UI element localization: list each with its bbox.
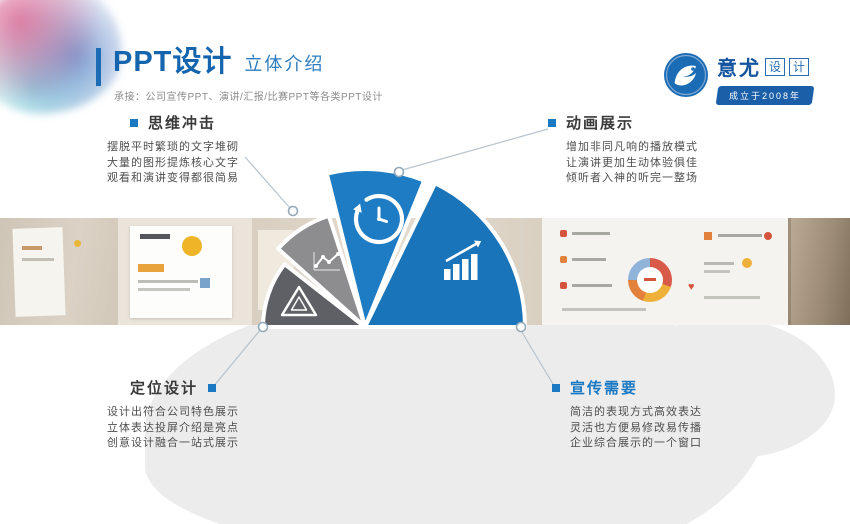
connector-top-right — [401, 128, 549, 171]
page-title: PPT设计 立体介绍 — [113, 44, 324, 80]
feature-line: 简洁的表现方式高效表达 — [570, 406, 702, 418]
photo-decor — [130, 226, 232, 318]
feature-bullet — [129, 118, 138, 127]
logo-icon — [663, 52, 709, 98]
feature-top-left: 思维冲击 摆脱平时繁琐的文字堆砌 大量的图形提炼核心文字 观看和演讲变得都很简易 — [78, 112, 268, 187]
main-title: PPT设计 — [113, 46, 233, 78]
photo-decor — [644, 278, 656, 281]
feature-title: 定位设计 — [129, 380, 198, 397]
sub-title: 立体介绍 — [244, 54, 325, 74]
photo-decor — [560, 282, 567, 289]
logo-name: 意尤 — [717, 58, 761, 80]
photo-decor — [138, 288, 190, 291]
photo-decor — [572, 232, 610, 235]
feature-line: 倾听者入神的听完一整场 — [566, 172, 698, 184]
photo-decor — [138, 264, 164, 272]
feature-line: 让演讲更加生动体验俱佳 — [566, 156, 698, 169]
photo-decor — [788, 218, 791, 325]
photo-decor — [138, 280, 198, 283]
feature-line: 创意设计融合一站式展示 — [107, 437, 239, 449]
photo-decor — [572, 258, 606, 261]
gray-background-blob — [610, 318, 835, 458]
feature-title: 宣传需要 — [570, 380, 639, 397]
feature-line: 增加非同凡响的播放模式 — [566, 141, 698, 153]
photo-decor — [718, 234, 762, 237]
strip-photo-4: ♥ — [542, 218, 788, 325]
photo-decor — [562, 308, 646, 311]
strip-photo-3 — [252, 218, 542, 325]
watercolor-blob — [0, 0, 122, 114]
photo-decor — [560, 256, 567, 263]
photo-decor — [704, 296, 760, 299]
feature-line: 企业综合展示的一个窗口 — [570, 437, 702, 449]
strip-photo-1 — [0, 218, 118, 325]
photo-decor — [742, 258, 752, 268]
photo-decor — [704, 232, 712, 240]
logo-tagline: 成立于2008年 — [729, 91, 802, 101]
photo-decor — [258, 230, 294, 310]
photo-decor — [704, 262, 734, 265]
feature-bullet — [208, 383, 216, 392]
strip-photo-2 — [118, 218, 252, 325]
photo-decor — [764, 232, 772, 240]
photo-decor — [704, 270, 730, 273]
logo-name-boxchar: 计 — [789, 57, 810, 76]
photo-decor — [74, 240, 81, 247]
photo-decor — [22, 246, 42, 250]
feature-line: 设计出符合公司特色展示 — [107, 406, 239, 418]
feature-line: 大量的图形提炼核心文字 — [107, 156, 239, 169]
header-subtitle: 承接：公司宣传PPT、演讲/汇报/比赛PPT等各类PPT设计 — [114, 92, 383, 103]
logo-name-boxchar: 设 — [765, 57, 786, 76]
feature-top-right: 动画展示 增加非同凡响的播放模式 让演讲更加生动体验俱佳 倾听者入神的听完一整场 — [548, 112, 768, 187]
connector-dot — [393, 166, 405, 178]
photo-decor — [572, 284, 612, 287]
photo-decor — [182, 236, 202, 256]
photo-strip: ♥ — [0, 218, 850, 325]
photo-decor: ♥ — [688, 281, 695, 293]
connector-dot — [287, 205, 299, 217]
company-logo: 意尤 设 计 成立于2008年 — [663, 52, 815, 105]
feature-title: 思维冲击 — [147, 115, 216, 132]
strip-photo-5 — [788, 218, 850, 325]
feature-line: 摆脱平时繁琐的文字堆砌 — [107, 141, 239, 153]
feature-line: 观看和演讲变得都很简易 — [107, 172, 239, 184]
feature-line: 立体表达投屏介绍是亮点 — [107, 421, 239, 434]
photo-decor — [12, 227, 66, 317]
feature-bullet — [548, 118, 556, 127]
photo-decor — [560, 230, 567, 237]
feature-bullet — [552, 383, 560, 392]
logo-tagline-ribbon: 成立于2008年 — [715, 86, 815, 105]
feature-bottom-left: 定位设计 设计出符合公司特色展示 立体表达投屏介绍是亮点 创意设计融合一站式展示 — [78, 377, 268, 452]
photo-decor — [22, 258, 54, 261]
title-accent-bar — [96, 48, 101, 86]
feature-title: 动画展示 — [566, 115, 635, 132]
photo-decor — [200, 278, 210, 288]
feature-line: 灵活也方便易修改易传播 — [570, 421, 702, 434]
logo-text-block: 意尤 设 计 成立于2008年 — [715, 52, 815, 105]
photo-decor — [140, 234, 170, 239]
feature-bottom-right: 宣传需要 简洁的表现方式高效表达 灵活也方便易修改易传播 企业综合展示的一个窗口 — [552, 377, 772, 452]
